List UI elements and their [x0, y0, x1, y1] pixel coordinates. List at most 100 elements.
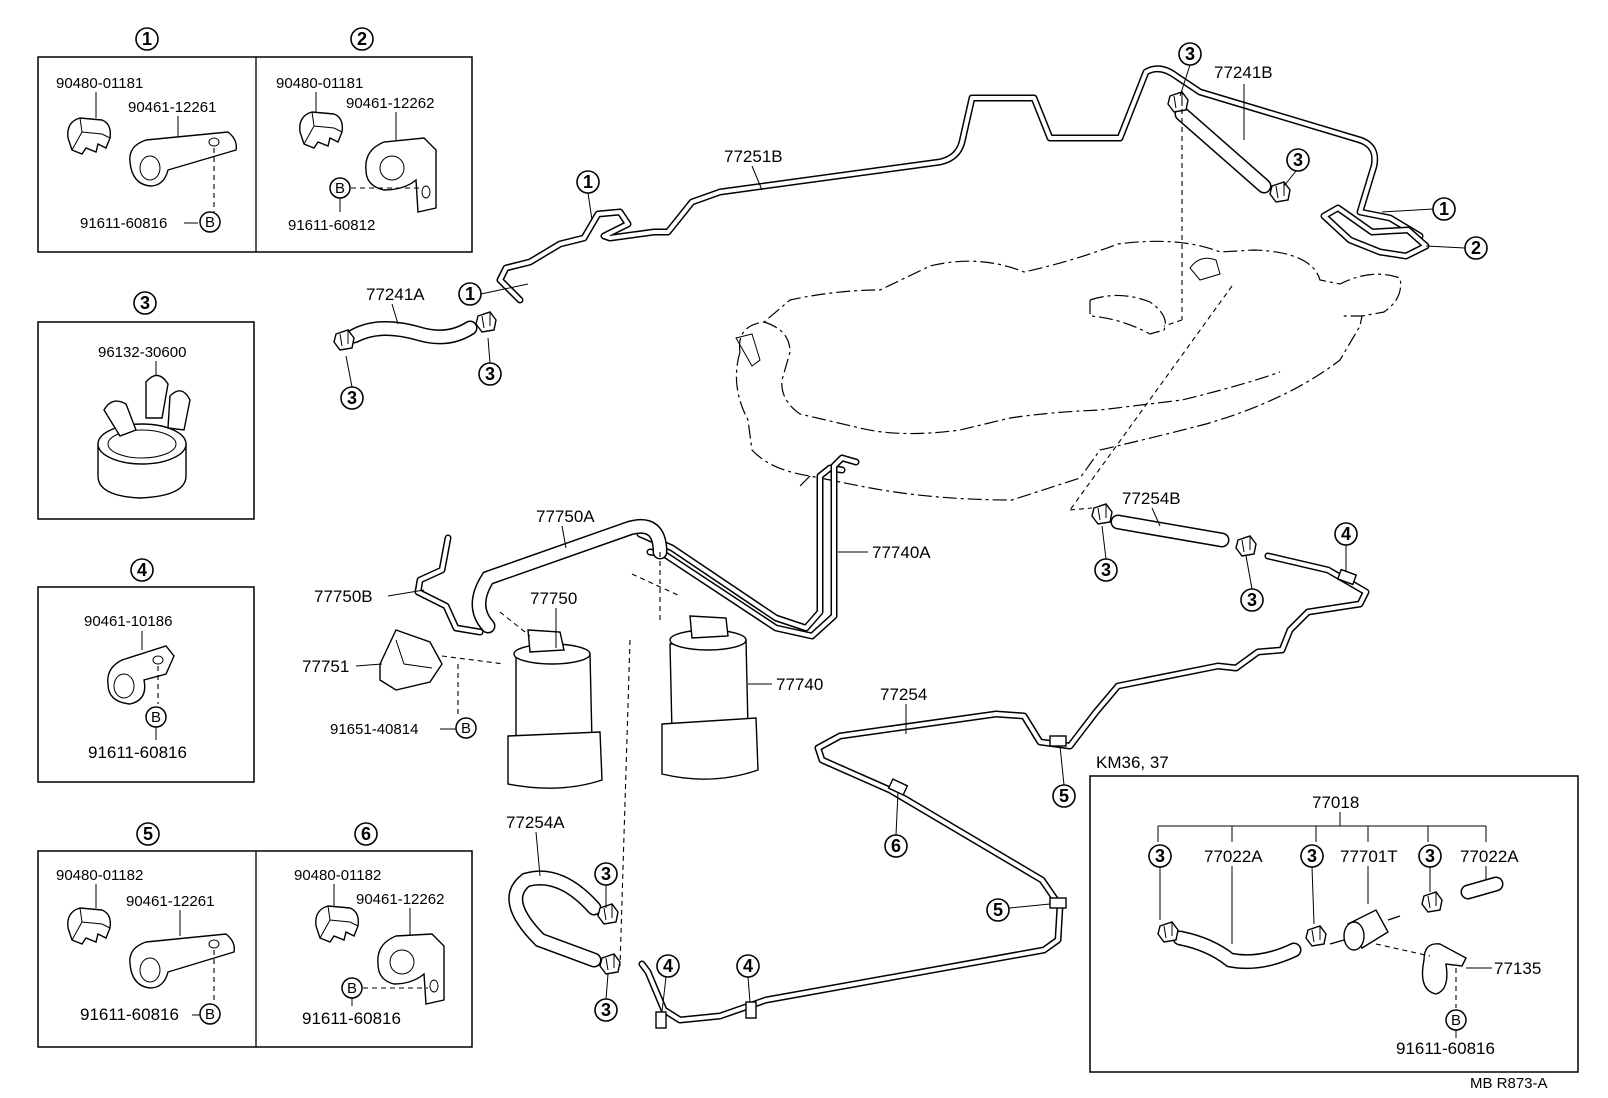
svg-text:1: 1	[583, 172, 593, 192]
inset-5-bracket-icon	[129, 933, 236, 989]
clip-5-lower	[1049, 897, 1067, 909]
callout-3-a: 3	[340, 386, 364, 410]
inset-5-clamp-icon	[67, 907, 112, 945]
km-label-77701T: 77701T	[1340, 847, 1398, 866]
inset-1-bracket-icon	[129, 131, 238, 187]
km-clamp-c	[1421, 891, 1443, 913]
label-77254A: 77254A	[506, 813, 565, 832]
label-77750A: 77750A	[536, 507, 595, 526]
inset-1-clamp-label: 90480-01181	[56, 75, 143, 92]
label-77251B: 77251B	[724, 147, 783, 166]
callout-3-h: 3	[594, 998, 618, 1022]
callout-3-d: 3	[1286, 148, 1310, 172]
main-bolt-b: B	[461, 720, 471, 737]
km-clamp-b	[1305, 925, 1327, 947]
pipe-77254	[638, 552, 1370, 1024]
svg-text:3: 3	[1247, 590, 1257, 610]
svg-text:3: 3	[1293, 150, 1303, 170]
clip-4-upper	[1336, 568, 1358, 586]
inset-2-callout: 2	[350, 27, 374, 51]
km-inset-box	[1089, 775, 1579, 1073]
fuel-tank	[735, 240, 1402, 501]
inset-6-clamp-label: 90480-01182	[294, 867, 381, 884]
km-callout-3-b: 3	[1300, 844, 1324, 868]
callout-3-c: 3	[1178, 42, 1202, 66]
hose-77254B	[1110, 514, 1230, 548]
inset-6-bracket-label: 90461-12262	[356, 891, 444, 908]
diagram-code: MB R873-A	[1470, 1075, 1548, 1092]
hose-clamp-77254B-left	[1091, 503, 1113, 525]
km-inset-title: KM36, 37	[1096, 753, 1169, 772]
inset-6-bolt-label: 91611-60816	[302, 1009, 401, 1028]
svg-text:3: 3	[1185, 44, 1195, 64]
clip-4-lower-right	[745, 1001, 757, 1019]
callout-3-e: 3	[1094, 558, 1118, 582]
inset-2-bracket-label: 90461-12262	[346, 95, 434, 112]
svg-text:3: 3	[1155, 846, 1165, 866]
svg-text:5: 5	[993, 900, 1003, 920]
svg-text:6: 6	[361, 824, 371, 844]
inset-3-clip-icon	[97, 374, 191, 499]
km-label-77135: 77135	[1494, 959, 1541, 978]
hose-77241A	[346, 320, 478, 345]
km-label-bolt: 91611-60816	[1396, 1039, 1495, 1058]
inset-3-clip-label: 96132-30600	[98, 344, 186, 361]
svg-text:3: 3	[601, 1000, 611, 1020]
label-77740A: 77740A	[872, 543, 931, 562]
svg-text:3: 3	[1307, 846, 1317, 866]
inset-4-bolt-b: B	[151, 709, 161, 726]
hose-clamp-77241A-right	[475, 311, 497, 333]
svg-text:3: 3	[485, 364, 495, 384]
km-hose-77022A-1	[1172, 930, 1302, 970]
hose-clamp-77254A-bottom	[599, 953, 621, 975]
inset-6-callout: 6	[354, 822, 378, 846]
inset-5-bolt-b: B	[205, 1006, 215, 1023]
inset-2-bolt-label: 91611-60812	[288, 217, 375, 234]
callout-3-b: 3	[478, 362, 502, 386]
km-bolt-b: B	[1451, 1012, 1461, 1029]
inset-5-6-box	[37, 850, 473, 1048]
svg-text:2: 2	[1471, 238, 1481, 258]
callout-1-b: 1	[458, 282, 482, 306]
inset-5-callout: 5	[136, 822, 160, 846]
inset-1-callout: 1	[135, 27, 159, 51]
inset-2-bolt-b: B	[335, 180, 345, 197]
svg-text:1: 1	[142, 29, 152, 49]
svg-text:3: 3	[1425, 846, 1435, 866]
km-label-77022A-1: 77022A	[1204, 847, 1263, 866]
svg-text:1: 1	[1439, 199, 1449, 219]
inset-1-bolt-label: 91611-60816	[80, 215, 167, 232]
inset-5-bracket-label: 90461-12261	[126, 893, 214, 910]
pipe-77251B	[496, 65, 1424, 304]
inset-1-bolt-b: B	[205, 214, 215, 231]
clip-5-upper	[1049, 735, 1067, 747]
km-clamp-77135	[1421, 943, 1467, 995]
inset-3-callout: 3	[133, 291, 157, 315]
km-label-77022A-2: 77022A	[1460, 847, 1519, 866]
label-77750: 77750	[530, 589, 577, 608]
hose-clamp-77254B-right	[1235, 535, 1257, 557]
callout-3-g: 3	[594, 862, 618, 886]
svg-text:5: 5	[143, 824, 153, 844]
inset-6-bracket-icon	[377, 933, 445, 1005]
hose-77254A	[508, 870, 602, 968]
km-callout-3-c: 3	[1418, 844, 1442, 868]
hose-clamp-77241A-left	[333, 329, 355, 351]
svg-text:4: 4	[663, 956, 673, 976]
km-clamp-a	[1157, 921, 1179, 943]
svg-text:3: 3	[140, 293, 150, 313]
canister-77740	[631, 552, 759, 780]
clip-4-lower-left	[655, 1011, 667, 1029]
callout-4-c: 4	[736, 954, 760, 978]
km-hose-77022A-2	[1460, 876, 1504, 900]
label-91651-40814: 91651-40814	[330, 721, 418, 738]
bracket-77751	[379, 629, 505, 716]
inset-1-clamp-icon	[67, 117, 112, 155]
label-77241B: 77241B	[1214, 63, 1273, 82]
inset-2-clamp-icon	[299, 111, 344, 149]
svg-text:5: 5	[1059, 786, 1069, 806]
label-77254B: 77254B	[1122, 489, 1181, 508]
km-label-77018: 77018	[1312, 793, 1359, 812]
clip-6	[887, 778, 909, 796]
inset-4-bracket-label: 90461-10186	[84, 613, 172, 630]
